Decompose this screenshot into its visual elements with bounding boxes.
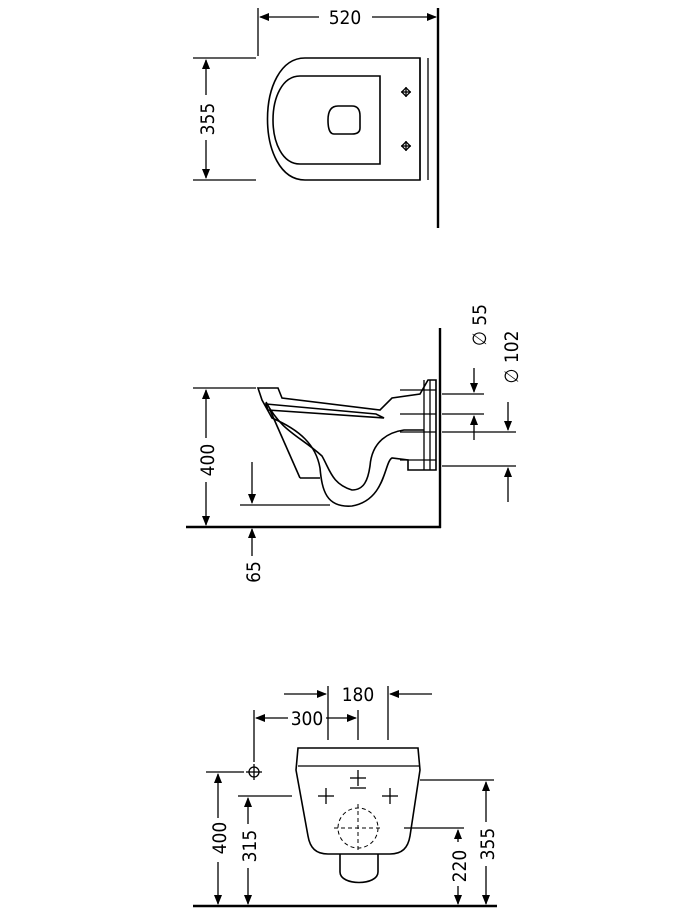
height-left-dimension-label: 400 — [209, 822, 231, 855]
fixing-cross-icon — [246, 764, 262, 780]
fixing-cross-icon — [400, 86, 412, 98]
fixing-cross-icon — [318, 788, 334, 804]
depth-dimension-label: 355 — [197, 103, 219, 136]
height-right-dimension-label: 355 — [477, 828, 499, 861]
front-view-bowl-outline — [295, 747, 421, 855]
front-view-pedestal — [339, 854, 379, 884]
offset-dimension-label: 300 — [291, 708, 324, 730]
top-view: 520 355 — [193, 7, 440, 228]
top-view-bowl-outline — [266, 57, 421, 181]
side-view-bowl-inner — [265, 401, 424, 491]
side-view-bowl-outline — [256, 379, 437, 507]
fixing-cross-icon — [400, 140, 412, 152]
side-offset-dimension-label: 65 — [243, 561, 265, 583]
fixing-cross-icon — [382, 788, 398, 804]
span-dimension-label: 180 — [342, 684, 375, 706]
side-height-dimension-label: 400 — [197, 444, 219, 477]
side-view: 400 65 ∅ 55 ∅ 102 — [186, 304, 523, 583]
top-view-flush-outline — [327, 105, 361, 135]
width-dimension-label: 520 — [329, 7, 362, 29]
pipe-large-dimension-label: ∅ 102 — [501, 331, 523, 384]
fixing-right-dimension-label: 220 — [449, 850, 471, 883]
side-view-seat — [264, 403, 385, 419]
pipe-small-dimension-label: ∅ 55 — [469, 304, 491, 346]
top-view-seat-outline — [272, 75, 381, 165]
fixing-left-dimension-label: 315 — [239, 830, 261, 863]
fixing-cross-icon — [350, 770, 366, 789]
front-view: 180 300 400 315 220 355 — [193, 684, 499, 908]
